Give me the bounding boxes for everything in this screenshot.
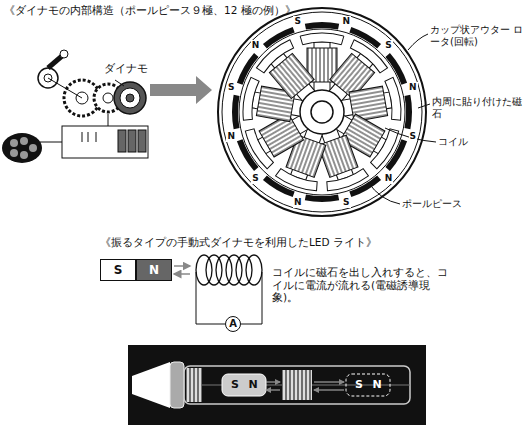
- flashlight: [132, 362, 410, 408]
- pole-cap: [254, 37, 295, 74]
- section-heading: 《ダイナモの内部構造（ポールピース９極、12 極の例）》: [4, 4, 304, 17]
- pole-letter: N: [251, 40, 261, 51]
- coil: [196, 255, 262, 285]
- pole-letter: S: [227, 82, 235, 93]
- part-label: ダイナモ: [104, 62, 164, 75]
- flashlight-background: [128, 345, 426, 425]
- pole-letter: S: [384, 40, 392, 51]
- ammeter-symbol: A: [225, 316, 241, 332]
- magnet-segment: [305, 194, 339, 202]
- leader-lines: [368, 34, 436, 204]
- coil-turn: [226, 255, 242, 285]
- section-heading: 《振るタイプの手動式ダイナモを利用したLED ライト》: [100, 236, 430, 249]
- arrows: [174, 266, 190, 274]
- node-text: A: [229, 318, 237, 330]
- part-label: ポールピース: [402, 198, 492, 210]
- part-label: カップ状アウター ロータ(回転): [430, 24, 525, 48]
- pole-letter: N: [408, 82, 418, 93]
- magnet-pole: S: [228, 378, 242, 391]
- pole-letter: N: [342, 16, 352, 27]
- node-text: N: [149, 263, 159, 277]
- zoom-arrow: [150, 76, 212, 104]
- pole-cap: [300, 33, 344, 45]
- magnet-pole-box: N: [136, 259, 172, 281]
- pole-letter: N: [384, 173, 394, 184]
- magnet-pole: N: [370, 378, 384, 391]
- coil-winding: [318, 135, 358, 177]
- led-array: [2, 133, 42, 163]
- stator: [240, 33, 403, 194]
- pole-letter: S: [251, 173, 259, 184]
- coil-turn: [206, 255, 222, 285]
- pole-letter: N: [226, 131, 236, 142]
- circuit-board: [40, 114, 148, 158]
- pole-cap: [240, 77, 259, 122]
- leader-line: [115, 80, 124, 86]
- gear-train: [38, 50, 146, 116]
- coil-winding: [269, 53, 314, 98]
- coil-turn: [196, 255, 212, 285]
- pole-letter: S: [409, 131, 417, 142]
- magnet-pole: N: [246, 378, 260, 391]
- pole-letter: N: [293, 197, 303, 208]
- pole-cap: [384, 77, 403, 122]
- node-text: S: [114, 263, 123, 277]
- shaft: [311, 101, 333, 123]
- pole-letter: S: [342, 197, 350, 208]
- magnet-pole: S: [352, 378, 366, 391]
- pole-cap: [324, 168, 369, 194]
- coil-turn: [216, 255, 232, 285]
- magnet-segment: [305, 22, 339, 30]
- pole-letter: S: [293, 16, 301, 27]
- hub: [300, 90, 344, 134]
- magnet-segment: [232, 95, 240, 129]
- pole-cap: [274, 168, 319, 194]
- part-label: 内周に貼り付けた磁石: [432, 96, 525, 120]
- coil-turn: [246, 255, 262, 285]
- part-label: コイル: [438, 136, 498, 148]
- pole-cap: [243, 127, 275, 171]
- part-label: コイルに磁石を出し入れすると、コイルに電流が流れる(電磁誘導現象)。: [272, 266, 452, 304]
- magnet-segment: [404, 95, 412, 129]
- dynamo-rotor: [218, 8, 426, 216]
- coil-turn: [236, 255, 252, 285]
- magnet-pole-box: S: [100, 259, 136, 281]
